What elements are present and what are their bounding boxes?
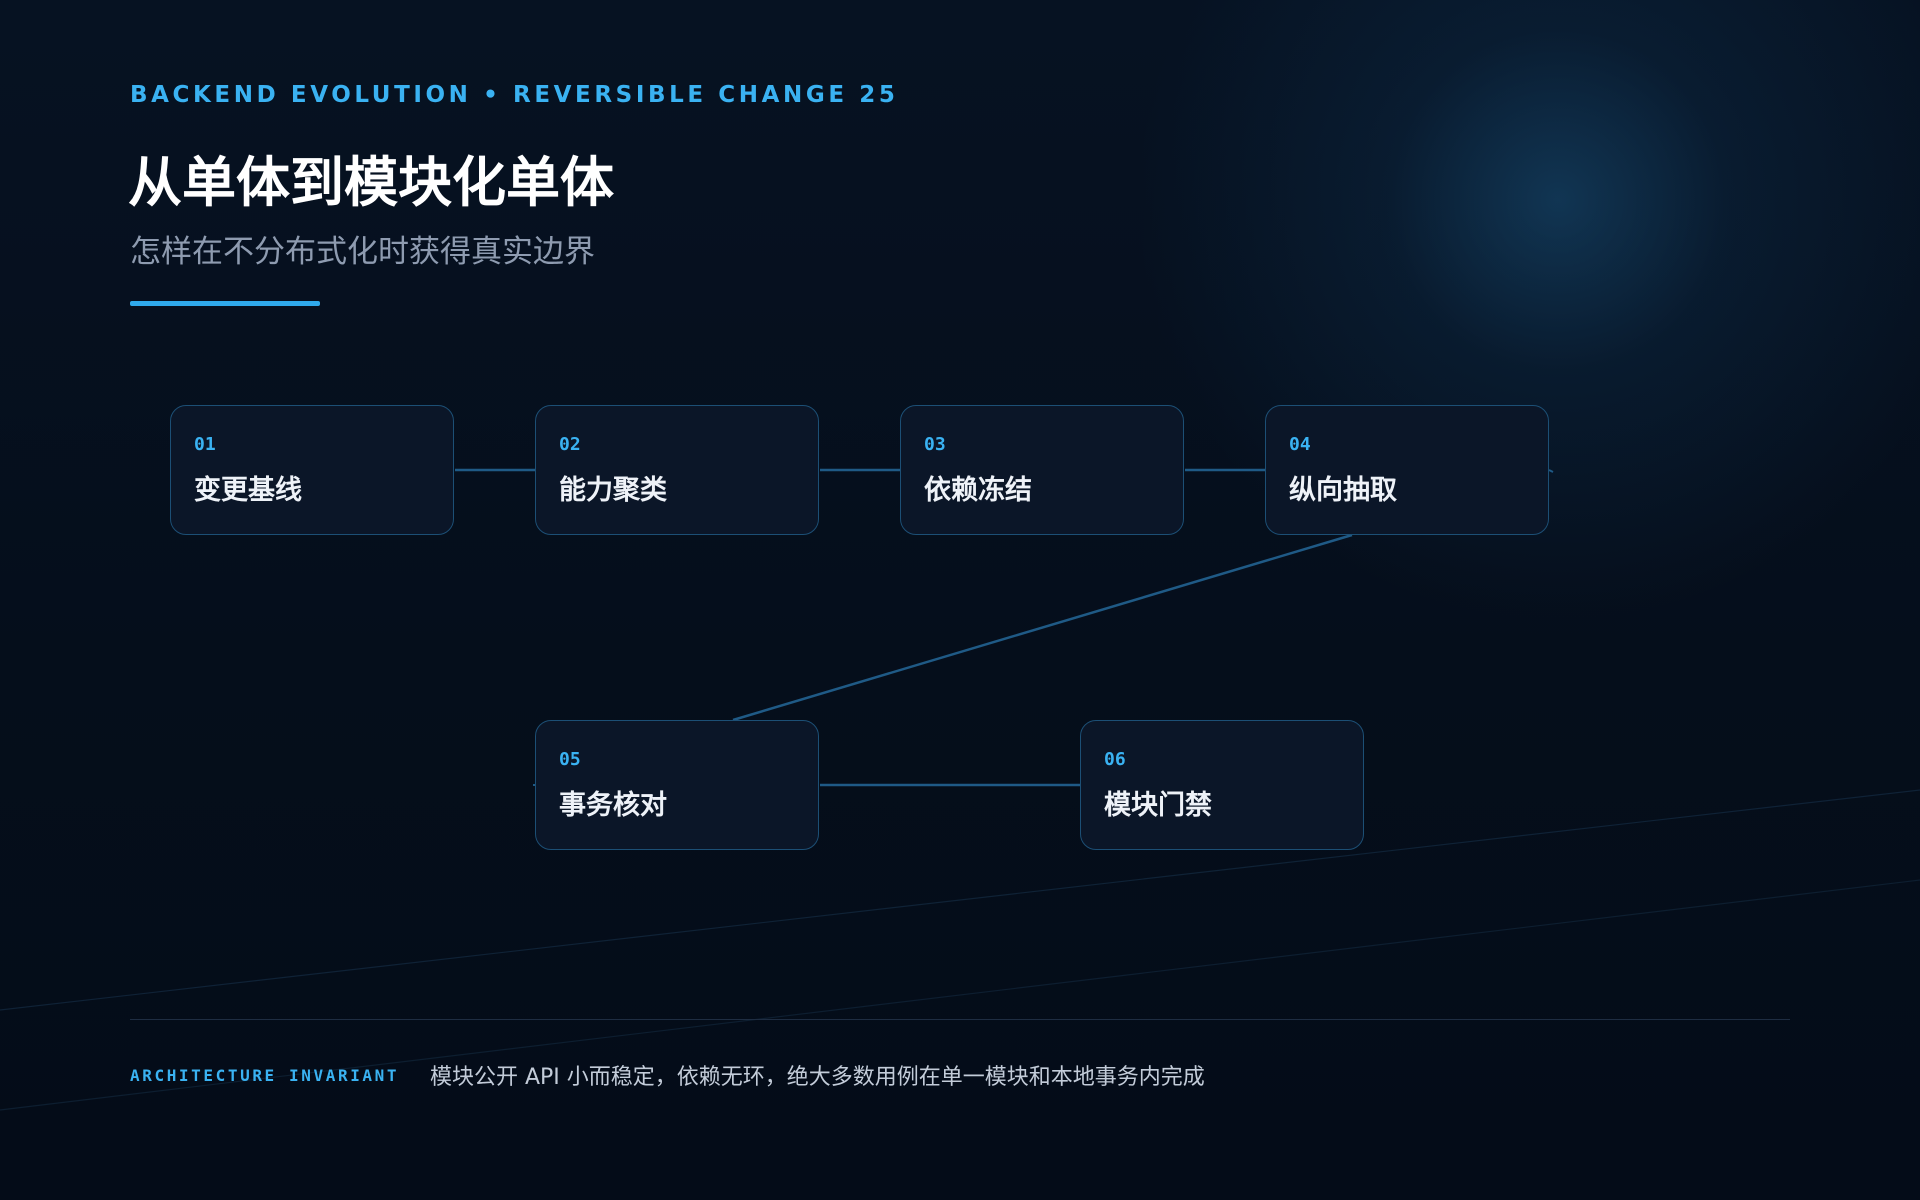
page-subtitle: 怎样在不分布式化时获得真实边界	[130, 234, 595, 270]
step-node-03[interactable]: 03 依赖冻结	[900, 405, 1184, 535]
step-label: 事务核对	[559, 790, 667, 821]
footer-divider	[130, 1019, 1790, 1020]
step-label: 纵向抽取	[1289, 475, 1397, 506]
step-node-06[interactable]: 06 模块门禁	[1080, 720, 1364, 850]
step-node-04[interactable]: 04 纵向抽取	[1265, 405, 1549, 535]
connector-04-05	[732, 533, 1353, 722]
footer-invariant-text: 模块公开 API 小而稳定，依赖无环，绝大多数用例在单一模块和本地事务内完成	[430, 1065, 1205, 1090]
step-node-02[interactable]: 02 能力聚类	[535, 405, 819, 535]
step-number: 03	[924, 434, 946, 455]
step-node-01[interactable]: 01 变更基线	[170, 405, 454, 535]
step-number: 05	[559, 749, 581, 770]
connector-04-stub	[1548, 469, 1554, 473]
title-accent-bar	[130, 301, 320, 306]
step-label: 变更基线	[194, 475, 302, 506]
eyebrow-label: BACKEND EVOLUTION • REVERSIBLE CHANGE 25	[130, 82, 899, 108]
footer-invariant-key: ARCHITECTURE INVARIANT	[130, 1066, 400, 1085]
step-number: 02	[559, 434, 581, 455]
step-number: 06	[1104, 749, 1126, 770]
step-number: 04	[1289, 434, 1311, 455]
page-title: 从单体到模块化单体	[128, 151, 614, 214]
step-node-05[interactable]: 05 事务核对	[535, 720, 819, 850]
step-label: 依赖冻结	[924, 475, 1032, 506]
step-number: 01	[194, 434, 216, 455]
step-label: 能力聚类	[559, 475, 667, 506]
step-label: 模块门禁	[1104, 790, 1212, 821]
